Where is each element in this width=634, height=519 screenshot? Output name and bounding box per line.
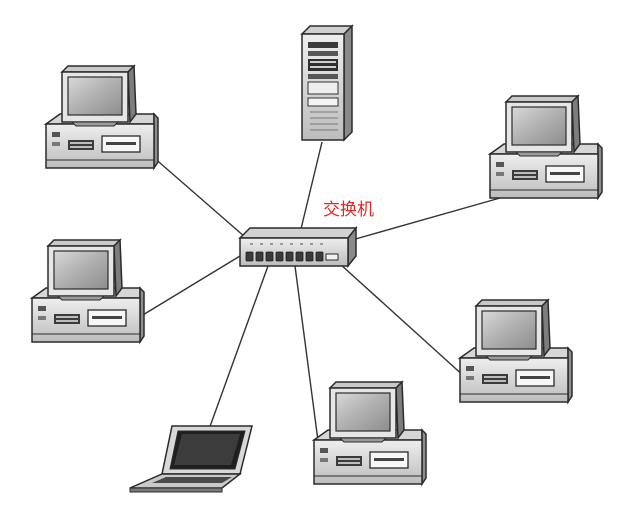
connection-lines xyxy=(127,141,501,457)
link-server xyxy=(299,141,323,234)
desktop-computer-icon xyxy=(459,299,573,403)
desktop-computer-icon xyxy=(489,95,603,199)
link-laptop xyxy=(207,265,269,433)
desktop-computer-icon xyxy=(313,381,427,485)
link-left-pc xyxy=(127,255,241,325)
link-top-left-pc xyxy=(151,155,246,238)
network-switch-icon xyxy=(238,225,358,269)
desktop-computer-icon xyxy=(45,65,159,169)
laptop-icon xyxy=(129,425,253,493)
link-bottom-pc xyxy=(294,265,321,457)
desktop-computer-icon xyxy=(31,239,145,343)
switch-label: 交换机 xyxy=(323,200,374,220)
link-right-top-pc xyxy=(351,197,501,241)
link-right-bottom-pc xyxy=(339,263,467,379)
server-tower-icon xyxy=(300,24,354,142)
